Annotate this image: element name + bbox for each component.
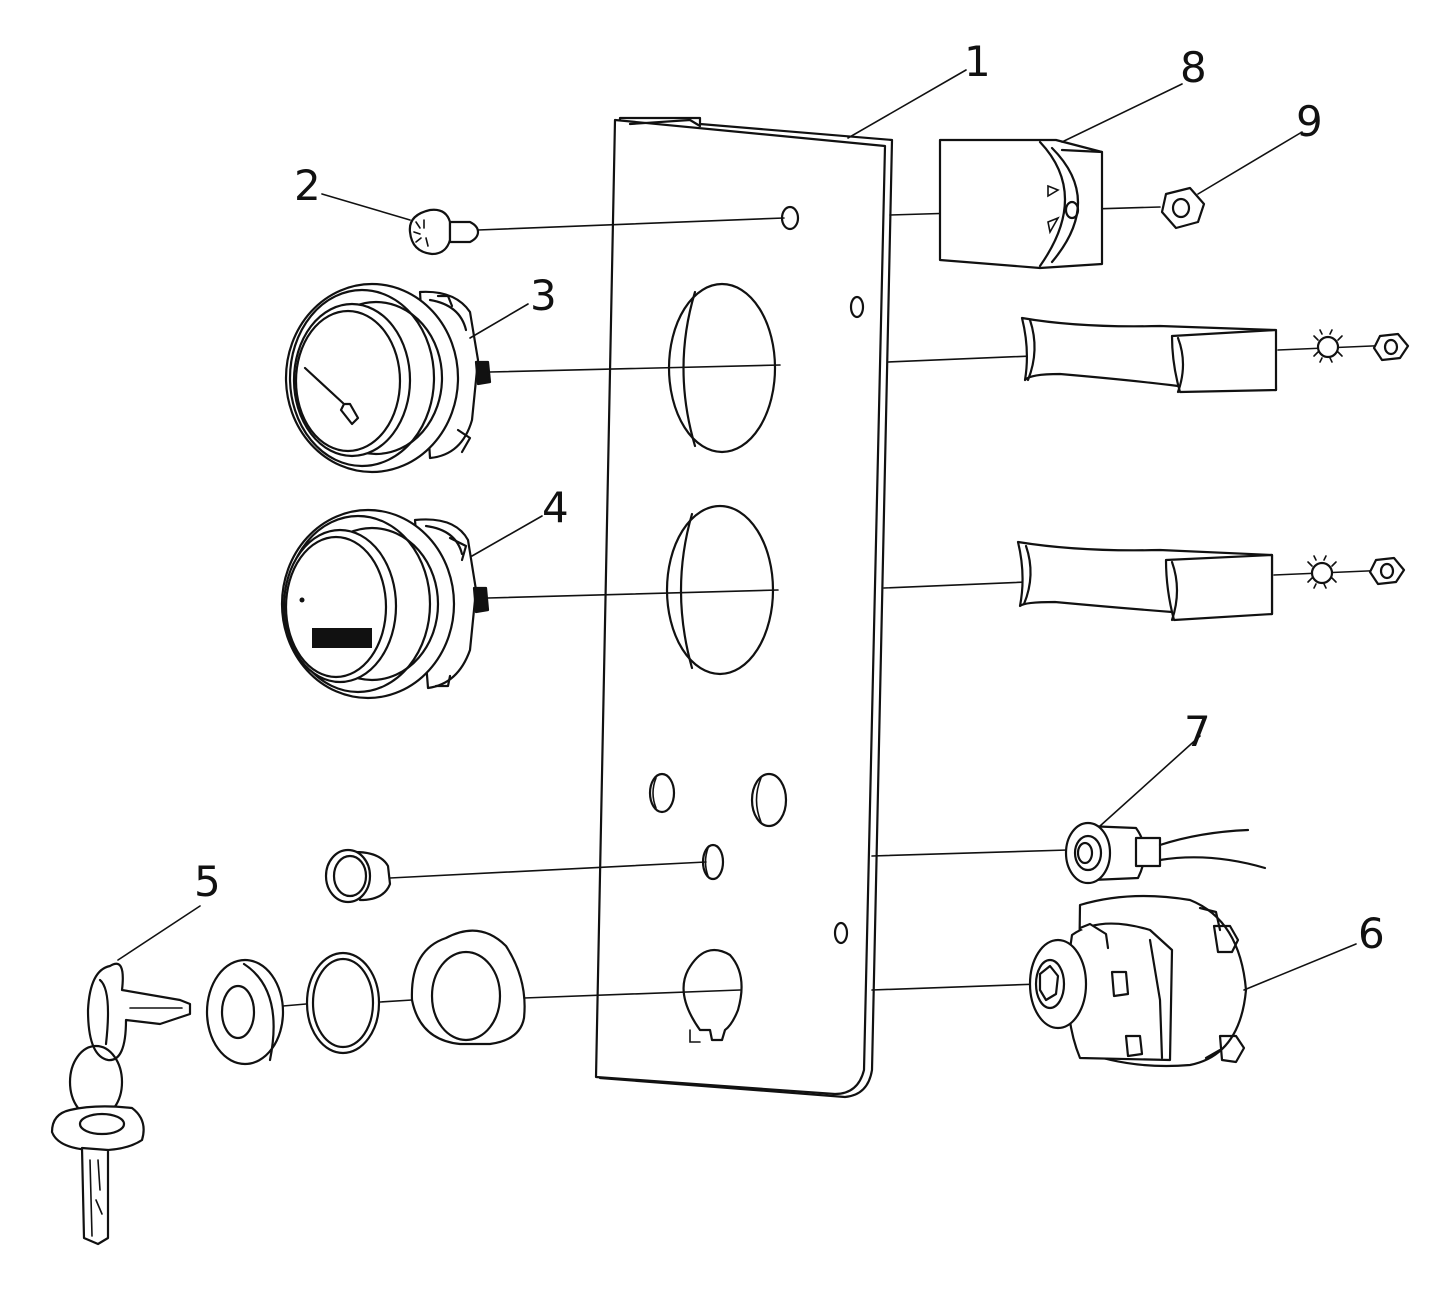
ignition-switch xyxy=(871,894,1248,1068)
clamp-upper xyxy=(1020,316,1396,394)
lock-washer-upper xyxy=(1313,329,1343,363)
warning-bracket xyxy=(938,138,1104,270)
lock-washer-lower xyxy=(1307,555,1337,589)
callout-4: 4 xyxy=(542,483,569,532)
bezel-nut xyxy=(410,929,741,1046)
callout-5: 5 xyxy=(194,857,221,906)
blanking-plug xyxy=(324,848,707,904)
nut-lower xyxy=(1368,556,1406,586)
callout-3: 3 xyxy=(530,271,557,320)
indicator-lamp xyxy=(871,821,1267,885)
ignition-key xyxy=(50,962,192,1246)
rubber-grommet xyxy=(205,958,307,1066)
callout-2: 2 xyxy=(294,161,321,210)
panel-plate xyxy=(594,116,894,1099)
hex-nut xyxy=(1160,186,1206,230)
callout-leaders xyxy=(117,69,1357,991)
callout-8: 8 xyxy=(1180,43,1207,92)
nut-upper xyxy=(1372,332,1410,362)
callout-9: 9 xyxy=(1296,97,1323,146)
gauge-needle xyxy=(284,282,781,474)
callout-1: 1 xyxy=(964,37,991,86)
o-ring xyxy=(305,951,413,1055)
callout-7: 7 xyxy=(1184,707,1211,756)
clamp-lower xyxy=(1016,540,1391,622)
callout-6: 6 xyxy=(1358,909,1385,958)
screw-bolt xyxy=(408,208,785,256)
gauge-hourmeter xyxy=(280,508,779,700)
